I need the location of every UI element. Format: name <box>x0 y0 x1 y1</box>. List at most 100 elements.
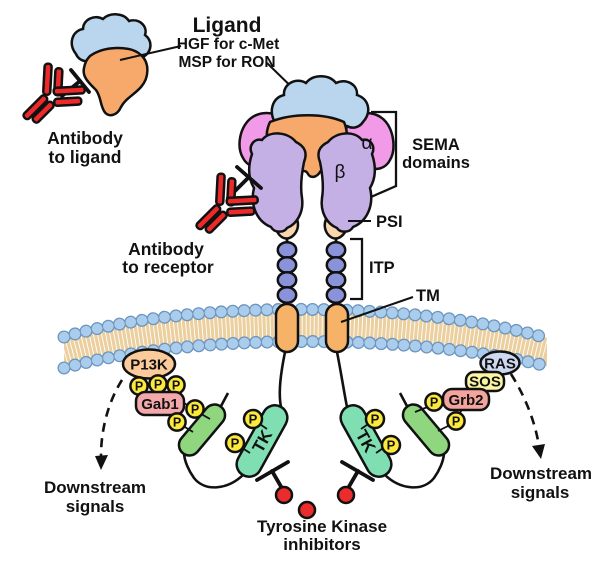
phosphate-circle <box>380 434 402 456</box>
phosphate-label: P <box>172 379 180 393</box>
sema-label-1: SEMA <box>412 136 460 154</box>
tki-group: Tyrosine Kinase inhibitors <box>255 460 387 554</box>
membrane-head-row-top <box>58 304 553 344</box>
itp-bracket <box>350 237 364 301</box>
p13k-gab1-complex: P13K P P P Gab1 P P <box>121 348 211 433</box>
grb2-label: Grb2 <box>448 392 483 409</box>
antibody-to-receptor-label-1: Antibody <box>128 239 204 259</box>
antibody-to-ligand-label-2: to ligand <box>49 147 122 167</box>
antibody-arm-right <box>52 85 86 107</box>
antibody-bar <box>226 206 256 217</box>
ras-sos-grb2-complex: RAS SOS Grb2 P P <box>414 350 521 432</box>
gab1-label: Gab1 <box>141 396 179 413</box>
receptor-ectodomain: α β <box>238 75 395 312</box>
tki-label-2: inhibitors <box>283 535 360 554</box>
tm-domain-right <box>324 302 350 354</box>
antibody-bar <box>215 172 226 206</box>
itp-label: ITP <box>369 259 395 277</box>
tm-label: TM <box>416 287 440 305</box>
psi-annotation: PSI <box>348 213 403 231</box>
downstream-left-label-1: Downstream <box>44 478 146 497</box>
phosphate-label: P <box>191 403 199 417</box>
itp-beads-left <box>276 240 298 305</box>
jm-segment-left <box>177 403 227 457</box>
downstream-left-label-2: signals <box>66 497 125 516</box>
free-ligand-alpha-chain-blob <box>82 46 149 117</box>
ligand-pointer-left <box>119 45 182 61</box>
itp-bead <box>276 255 298 275</box>
phosphate-gab1-top-2: P <box>148 374 168 394</box>
alpha-chain-label: α <box>362 133 373 154</box>
tki-dot-right <box>336 485 356 505</box>
sos-label: SOS <box>469 374 501 391</box>
phosphate-left-tk-lower: P <box>224 432 246 454</box>
phosphate-label: P <box>387 438 396 453</box>
itp-bead <box>325 270 347 290</box>
phosphate-label: P <box>135 380 143 394</box>
sema-beta-left <box>248 132 307 233</box>
phosphate-grb2-lower: P <box>446 411 466 431</box>
phosphate-gab1-lower: P <box>167 412 187 432</box>
phosphate-circle <box>364 408 386 430</box>
inhibition-bar-receptor <box>235 165 263 190</box>
tki-dot-middle <box>297 500 317 520</box>
tki-label-1: Tyrosine Kinase <box>257 517 387 536</box>
itp-bead <box>325 255 347 275</box>
phosphate-label: P <box>249 412 258 427</box>
downstream-arrow-right <box>509 373 541 447</box>
itp-annotation: ITP <box>350 237 395 301</box>
antibody-ligand-icon <box>22 62 86 124</box>
antibody-receptor-icon <box>195 172 259 234</box>
phosphate-circle <box>185 399 205 419</box>
itp-bead <box>276 270 298 290</box>
antibody-bar <box>225 195 259 206</box>
downstream-right-group: Downstream signals <box>490 373 592 502</box>
antibody-bar <box>53 96 83 107</box>
beta-chain-label: β <box>335 162 346 183</box>
phosphate-left-tk-upper: P <box>242 408 264 430</box>
downstream-left-group: Downstream signals <box>44 379 146 516</box>
downstream-arrow-left <box>99 379 124 457</box>
phosphate-label: P <box>154 378 162 392</box>
psi-label: PSI <box>376 213 403 231</box>
sema-annotation: SEMA domains <box>370 110 470 199</box>
antibody-to-ligand-group: Antibody to ligand <box>22 62 123 167</box>
tk-domain-left <box>235 404 289 478</box>
antibody-to-ligand-label-1: Antibody <box>47 128 123 148</box>
jm-segment-right <box>401 403 451 457</box>
arrowhead-left <box>95 455 108 470</box>
jm-link-right <box>335 351 349 408</box>
phosphate-circle <box>446 411 466 431</box>
antibody-stem-bar <box>31 100 55 124</box>
ras-label: RAS <box>484 356 516 373</box>
antibody-stem-bar <box>195 204 222 231</box>
tm-domain-left <box>274 302 300 354</box>
plasma-membrane <box>57 302 554 375</box>
phosphate-label: P <box>452 415 460 429</box>
antibody-arm-right <box>225 195 259 217</box>
sema-bracket <box>370 110 398 199</box>
phosphate-right-tk-lower: P <box>380 434 402 456</box>
phosphate-label: P <box>371 412 380 427</box>
gab1-shape <box>134 390 186 417</box>
c-tail-loop-right <box>383 451 446 489</box>
phosphate-circle <box>424 392 444 412</box>
ligand-title: Ligand <box>193 14 262 37</box>
phosphate-label: P <box>430 396 438 410</box>
inhibition-bar-ligand <box>69 68 91 94</box>
phosphate-right-tk-upper: P <box>364 408 386 430</box>
antibody-to-receptor-label-2: to receptor <box>122 257 214 277</box>
phosphate-label: P <box>231 436 240 451</box>
p13k-label: P13K <box>130 357 168 374</box>
tk-domain-right <box>339 404 393 478</box>
itp-bead <box>276 240 298 260</box>
antibody-bar <box>52 85 86 96</box>
ligand-callout: Ligand HGF for c-Met MSP for RON <box>119 14 308 103</box>
antibody-stem-bar <box>204 210 228 234</box>
ligand-sub1: HGF for c-Met <box>177 36 279 53</box>
tm-pointer <box>340 296 414 323</box>
sema-label-2: domains <box>402 154 470 172</box>
phosphate-circle <box>167 412 187 432</box>
antibody-stem-bar <box>22 94 49 121</box>
